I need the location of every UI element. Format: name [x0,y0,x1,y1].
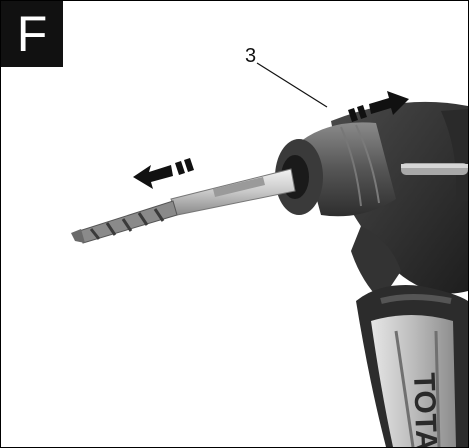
arrow-left-icon [133,158,194,189]
chuck [275,122,396,217]
handle-brand-text: TOTAL [407,372,443,447]
arrow-right-icon [348,91,409,122]
figure-label: F [1,1,63,67]
callout-leader-line [256,62,328,108]
drill-handle [356,285,468,447]
drill-bit [71,168,296,244]
callout-number: 3 [245,45,257,67]
figure-label-text: F [16,6,48,62]
drill-lower-body [351,226,401,301]
side-rod [401,163,468,175]
